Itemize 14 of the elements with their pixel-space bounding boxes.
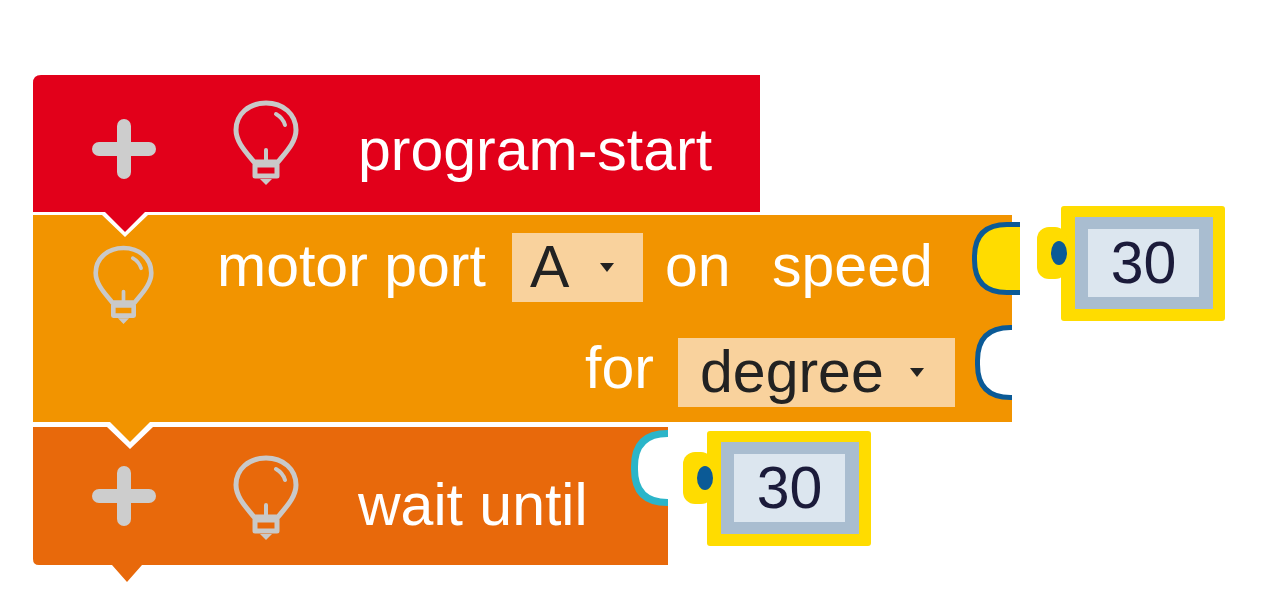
block-label: speed <box>772 237 933 296</box>
start-block <box>33 75 760 212</box>
number-block <box>683 431 871 546</box>
dropdown: A <box>512 233 643 302</box>
block-label: program-start <box>358 121 713 180</box>
number-field: 30 <box>734 454 845 522</box>
block-label: wait until <box>358 476 588 535</box>
block-label: for <box>585 339 654 398</box>
number-field: 30 <box>1088 229 1199 297</box>
number-block <box>1037 206 1225 321</box>
block-label: on <box>665 237 731 296</box>
block-label: motor port <box>217 237 486 296</box>
dropdown: degree <box>678 338 955 407</box>
motor-block <box>33 212 1023 422</box>
